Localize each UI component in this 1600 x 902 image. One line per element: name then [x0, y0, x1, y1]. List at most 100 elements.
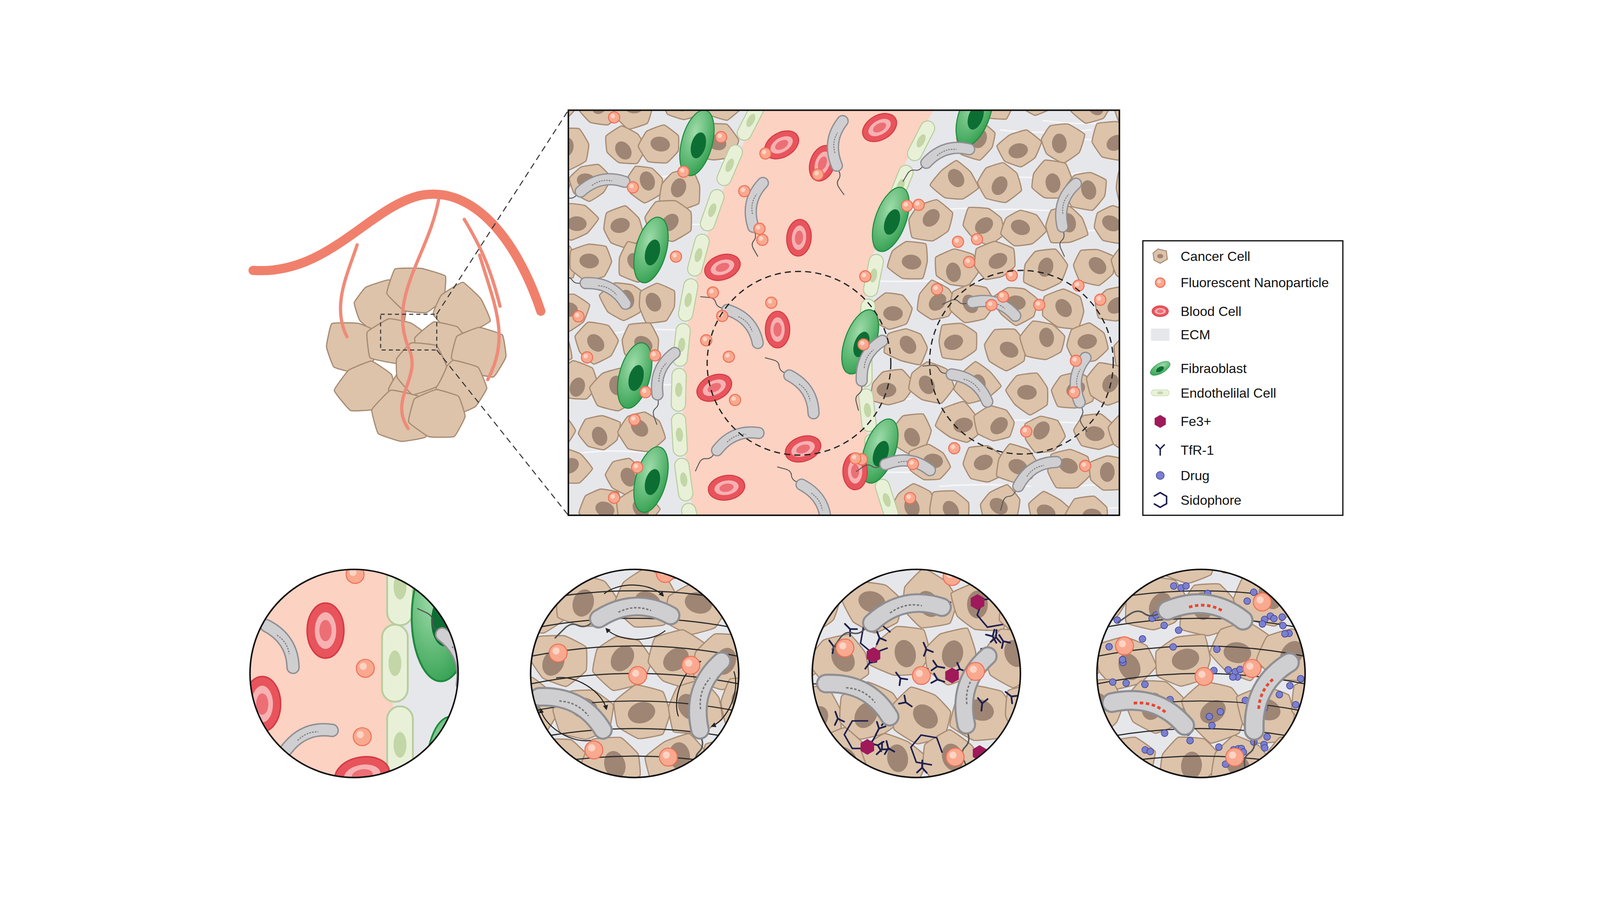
nanoparticle: [765, 297, 778, 309]
cancer-cell: [997, 130, 1042, 168]
nanoparticle: [707, 286, 719, 298]
nanoparticle: [812, 168, 824, 180]
cancer-cell: [1023, 249, 1068, 291]
bacterium: [777, 650, 895, 737]
drug-molecule: [1169, 643, 1177, 650]
bacterium: [939, 652, 1010, 773]
cancer-cell: [1263, 527, 1323, 585]
bacterium: [417, 600, 470, 690]
cancer-cell: [1086, 362, 1120, 405]
legend-swatch: [1150, 328, 1170, 341]
bacterium: [824, 120, 857, 195]
nanoparticle: [942, 567, 961, 586]
blood-cell: [706, 472, 747, 503]
cancer-cell: [805, 522, 868, 579]
cancer-cell: [702, 737, 762, 787]
drug-molecule: [1156, 471, 1165, 480]
nanoparticle: [971, 233, 983, 245]
cancer-cell: [927, 522, 980, 571]
bacterium: [688, 427, 764, 471]
endothelial-cell: [387, 705, 413, 783]
nanoparticle: [912, 666, 931, 685]
endothelial-cell: [734, 110, 767, 143]
nanoparticle: [859, 270, 871, 283]
cancer-cell: [568, 447, 593, 483]
drug-molecule: [1186, 737, 1194, 744]
drug-molecule: [1160, 621, 1168, 629]
cancer-cell: [408, 389, 466, 438]
nanoparticle: [952, 236, 964, 248]
cancer-cell: [1065, 495, 1108, 515]
iron-ion: [970, 593, 985, 610]
drug-molecule: [1292, 701, 1300, 708]
fibroblast: [865, 182, 917, 257]
zoom-indicator: [380, 110, 569, 515]
bacterium: [897, 143, 973, 182]
tfr1-receptor: [931, 660, 945, 673]
cancer-cell: [1211, 735, 1275, 789]
cancer-cell: [984, 328, 1026, 371]
drug-molecule: [1270, 615, 1278, 622]
cancer-cell: [568, 128, 589, 171]
cancer-cell: [526, 514, 586, 573]
endothelial-cell: [677, 277, 700, 323]
nanoparticle: [1079, 460, 1091, 472]
cancer-cell: [977, 162, 1022, 203]
drug-molecule: [1281, 630, 1289, 638]
legend-label: TfR-1: [1180, 441, 1214, 459]
cancer-cell: [579, 110, 623, 125]
cancer-cell: [1020, 320, 1065, 360]
cancer-cell: [570, 244, 612, 281]
cancer-cell: [645, 733, 707, 790]
nanoparticle: [627, 181, 639, 193]
siderophore: [905, 728, 948, 771]
cancer-cell: [980, 742, 1037, 798]
bacterium: [638, 350, 688, 425]
tfr1-receptor: [931, 673, 946, 687]
cancer-cell: [1070, 110, 1111, 123]
endothelial-cell: [873, 477, 900, 515]
bacterium: [568, 262, 629, 316]
blood-cell: [785, 218, 813, 258]
cancer-cell: [1019, 110, 1061, 115]
nanoparticle: [901, 200, 913, 212]
cancer-cell: [1264, 737, 1321, 786]
nanoparticle: [460, 696, 479, 715]
bacterium: [841, 337, 895, 411]
endothelial-cell: [680, 501, 703, 515]
cancer-cell: [579, 488, 623, 515]
nanoparticle: [356, 659, 375, 678]
fibroblast: [1147, 358, 1173, 379]
cancer-cell: [614, 684, 670, 739]
nanoparticle: [1242, 659, 1261, 678]
cancer-cell: [1092, 121, 1120, 161]
endothelial-cell: [387, 547, 413, 625]
endothelial-cell: [1151, 389, 1170, 396]
nanoparticle: [628, 414, 640, 426]
cancer-cell: [1051, 632, 1104, 687]
cancer-cell: [760, 630, 817, 685]
tfr1-receptor: [892, 669, 908, 685]
nanoparticle: [572, 310, 585, 323]
bacterium: [942, 285, 1018, 329]
tfr1-receptor: [881, 739, 895, 754]
nanoparticle: [581, 351, 593, 363]
cancer-cell: [917, 280, 957, 320]
cancer-cell: [1208, 522, 1265, 574]
blood-cell: [1152, 305, 1169, 317]
cancer-cell: [939, 323, 977, 360]
legend-swatch: [1152, 248, 1168, 263]
nanoparticle: [756, 234, 768, 246]
tfr1-receptor: [985, 629, 1001, 645]
nanoparticle: [677, 165, 690, 178]
bacterium: [239, 595, 299, 675]
endothelial-cell: [714, 142, 745, 188]
nanoparticle: [753, 222, 765, 235]
blood-cell: [700, 249, 744, 285]
drug-molecule: [1105, 643, 1113, 650]
blood-cell: [765, 311, 790, 348]
drug-molecule: [1250, 588, 1258, 596]
nanoparticle: [670, 250, 682, 263]
cancer-cell: [974, 405, 1015, 441]
